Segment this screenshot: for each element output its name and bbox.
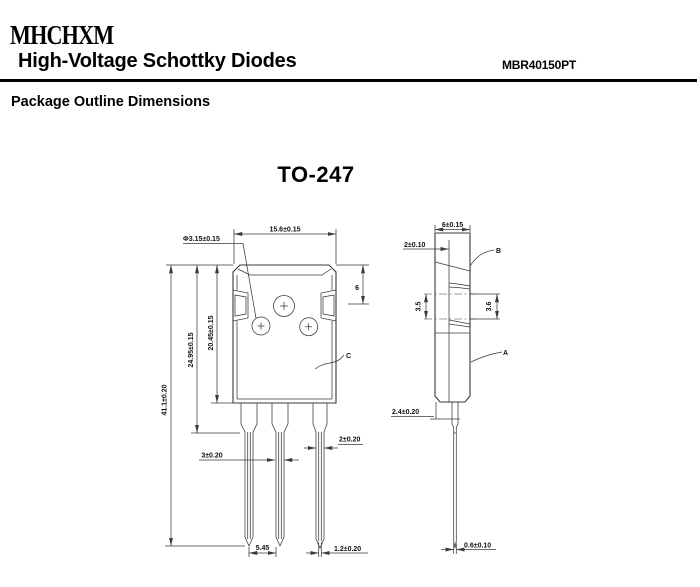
- front-dimension-lines: [169, 232, 368, 555]
- dim-lead-width-right: 2±0.20: [339, 437, 360, 444]
- front-extension-lines: [165, 229, 369, 557]
- front-body-outline: [232, 264, 337, 404]
- side-view: 6±0.15 2±0.10 3.5 3.6 B A 2.4±0.20 0.6±0…: [391, 222, 508, 554]
- header-divider: [0, 79, 697, 82]
- dim-hole-depth-back: 3.6: [486, 302, 493, 312]
- part-number: MBR40150PT: [502, 58, 577, 72]
- side-dimension-lines: [403, 227, 503, 552]
- side-notches: [232, 289, 337, 322]
- dim-hole-diameter: Φ3.15±0.15: [183, 236, 220, 243]
- dim-body-height: 20.45±0.15: [208, 315, 215, 350]
- dim-total-height: 41.1±0.20: [162, 384, 169, 415]
- side-body-outline: [424, 232, 476, 403]
- dim-lead-shoulder-length: 2.4±0.20: [392, 409, 419, 416]
- dim-lead-width-center: 3±0.20: [201, 453, 222, 460]
- dim-hole-depth-front: 3.5: [416, 302, 423, 312]
- front-surface-label-c: C: [346, 353, 351, 360]
- dim-front-top-width: 15.6±0.15: [269, 227, 300, 234]
- dim-lead-pitch: 5.45: [256, 545, 270, 552]
- brand-logo: MHCHXM: [10, 20, 114, 50]
- package-name: TO-247: [277, 162, 355, 187]
- mounting-hole-circles: [251, 295, 319, 337]
- dim-hole-center-offset: 6: [355, 285, 359, 292]
- dim-lead-thickness: 0.6±0.10: [464, 543, 491, 550]
- dim-tab-thickness: 2±0.10: [404, 242, 425, 249]
- side-extension-lines: [391, 225, 500, 554]
- side-lead: [451, 402, 459, 549]
- front-view: 15.6±0.15 Φ3.15±0.15 6 41.1±0.20 24.95±0…: [162, 227, 369, 557]
- side-surface-label-b: B: [496, 248, 501, 255]
- dim-lead-tip-width: 1.2±0.20: [334, 546, 361, 553]
- section-heading: Package Outline Dimensions: [11, 94, 211, 110]
- dim-height-to-shoulder: 24.95±0.15: [188, 332, 195, 367]
- front-leads: [240, 403, 328, 549]
- dim-side-body-thickness: 6±0.15: [442, 222, 463, 229]
- page-title: High-Voltage Schottky Diodes: [18, 50, 297, 72]
- side-surface-label-a: A: [503, 350, 508, 357]
